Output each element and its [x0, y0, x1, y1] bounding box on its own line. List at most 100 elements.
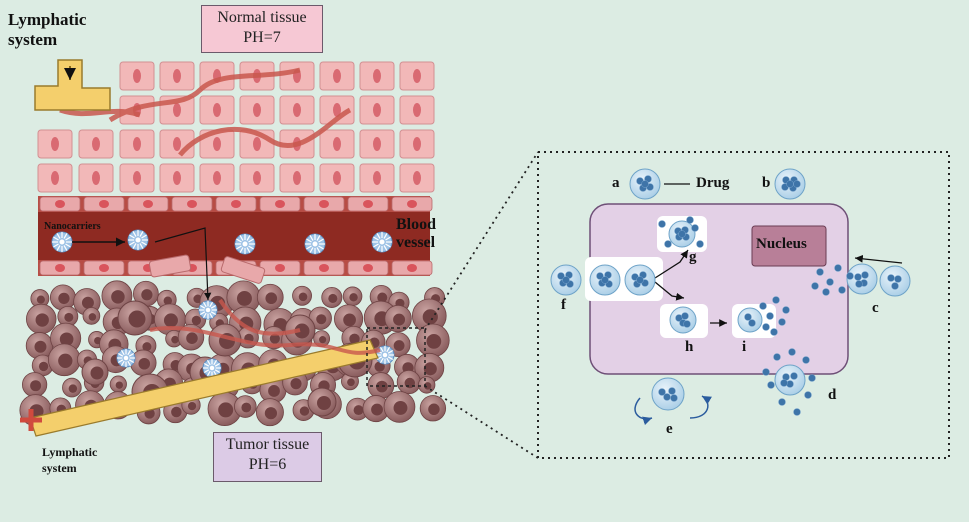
arrow-c-entry: [854, 254, 903, 264]
tumor-cell-nucleus: [187, 401, 197, 411]
carrier-c-2: [879, 265, 911, 297]
normal-cell-nucleus: [213, 171, 221, 185]
normal-cell-nucleus: [173, 137, 181, 151]
tumor-capillaries: [149, 298, 381, 355]
normal-cell-nucleus: [213, 103, 221, 117]
tumor-cell-nucleus: [426, 334, 442, 349]
tumor-cell-nucleus: [186, 332, 198, 344]
normal-tissue-ph: PH=7: [243, 29, 281, 46]
tumor-cell-nucleus: [393, 313, 406, 326]
vesicle-carrier-1: [589, 264, 621, 296]
step-f-label: f: [561, 297, 566, 313]
tumor-cell-nucleus: [58, 353, 73, 368]
blood-vessel-label: Blood vessel: [396, 216, 437, 251]
nanocarrier: [234, 233, 256, 255]
step-a-label: a: [612, 175, 620, 191]
released-drug-d: [762, 348, 816, 416]
vessel-wall-nucleus: [231, 200, 241, 208]
step-i-label: i: [742, 339, 747, 355]
carrier-g: [668, 220, 696, 248]
tumor-cell-nucleus: [347, 378, 355, 387]
tumor-cell-nucleus: [163, 313, 178, 328]
tumor-cell-nucleus: [376, 380, 388, 393]
tumor-cell-nucleus: [141, 289, 153, 301]
normal-cell-nucleus: [213, 137, 221, 151]
efflux-arrow-right: [689, 395, 713, 419]
tumor-cell-nucleus: [64, 312, 74, 322]
vessel-wall-nucleus: [143, 200, 153, 208]
zoom-line-bottom: [424, 385, 539, 459]
normal-tissue-cells: [37, 61, 435, 193]
tumor-cell-nucleus: [377, 292, 388, 303]
carrier-d: [774, 364, 806, 396]
zoom-source-box: [366, 327, 426, 387]
nanocarriers-in-vessel: [51, 229, 393, 255]
tumor-cell-nucleus: [38, 361, 49, 372]
vessel-wall-nucleus: [99, 200, 109, 208]
tumor-cell-nucleus: [316, 314, 327, 325]
nanocarrier: [304, 233, 326, 255]
lymphatic-system-bottom-label: Lymphatic system: [42, 445, 98, 475]
carrier-b: [774, 168, 806, 200]
tumor-cell-nucleus: [428, 403, 440, 416]
tumor-cell-nucleus: [299, 406, 310, 416]
drug-label: Drug: [696, 175, 730, 191]
large-tumor-cell-nucleus: [90, 366, 104, 380]
step-d-label: d: [828, 387, 837, 403]
nucleus-label: Nucleus: [756, 236, 807, 252]
tumor-nanocarrier: [116, 348, 136, 368]
normal-cell-nucleus: [51, 171, 59, 185]
carrier-f: [550, 264, 582, 296]
normal-cell-nucleus: [413, 137, 421, 151]
normal-cell-nucleus: [333, 69, 341, 83]
displaced-wall-cell: [220, 256, 266, 284]
tumor-cell-nucleus: [218, 402, 234, 418]
normal-cell-nucleus: [293, 103, 301, 117]
tumor-cell-nucleus: [34, 340, 47, 353]
normal-cell-nucleus: [373, 103, 381, 117]
tumor-cell-nucleus: [35, 313, 49, 327]
tumor-cell-nucleus: [268, 385, 280, 397]
tumor-cell-nucleus: [393, 400, 408, 415]
normal-cell-nucleus: [293, 171, 301, 185]
normal-cell-nucleus: [253, 103, 261, 117]
efflux-arrow-left: [634, 397, 653, 426]
nanocarrier: [371, 231, 393, 253]
normal-capillaries: [59, 67, 352, 157]
normal-cell-nucleus: [133, 171, 141, 185]
tumor-cell-nucleus: [88, 313, 97, 321]
tumor-cell-nucleus: [81, 296, 94, 309]
normal-cell-nucleus: [413, 69, 421, 83]
normal-cell-nucleus: [373, 171, 381, 185]
tumor-cell-nucleus: [328, 293, 338, 303]
vessel-wall-nucleus: [407, 200, 417, 208]
tumor-cell-nucleus: [138, 357, 151, 370]
tumor-cell-nucleus: [59, 332, 74, 347]
zoom-panel-border: [537, 151, 950, 459]
normal-cell-nucleus: [373, 69, 381, 83]
tumor-cell-nucleus: [319, 336, 327, 344]
tumor-cell-nucleus: [171, 335, 179, 344]
tumor-cell-nucleus: [241, 402, 252, 413]
tumor-cell-nucleus: [171, 406, 182, 418]
tumor-cell-nucleus: [163, 296, 173, 305]
tumor-cell-nucleus: [349, 333, 360, 345]
normal-cell-nucleus: [133, 69, 141, 83]
normal-cell-nucleus: [51, 137, 59, 151]
vessel-wall-nucleus: [55, 200, 65, 208]
tumor-tissue-ph: PH=6: [248, 456, 287, 473]
vessel-wall-nucleus: [55, 264, 65, 272]
nanocarrier: [127, 229, 149, 251]
displaced-wall-cell: [148, 254, 192, 278]
tumor-tissue-title: Tumor tissue: [225, 436, 310, 453]
nucleus-box: [751, 225, 827, 267]
step-c-label: c: [872, 300, 879, 316]
released-drug-c: [811, 264, 854, 296]
vessel-wall-nucleus: [363, 200, 373, 208]
step-e-label: e: [666, 421, 673, 437]
carrier-e: [651, 377, 685, 411]
tumor-cell-nucleus: [423, 382, 432, 390]
tumor-cell-nucleus: [68, 384, 78, 393]
normal-cell-nucleus: [373, 137, 381, 151]
tumor-cell-nucleus: [269, 333, 280, 344]
